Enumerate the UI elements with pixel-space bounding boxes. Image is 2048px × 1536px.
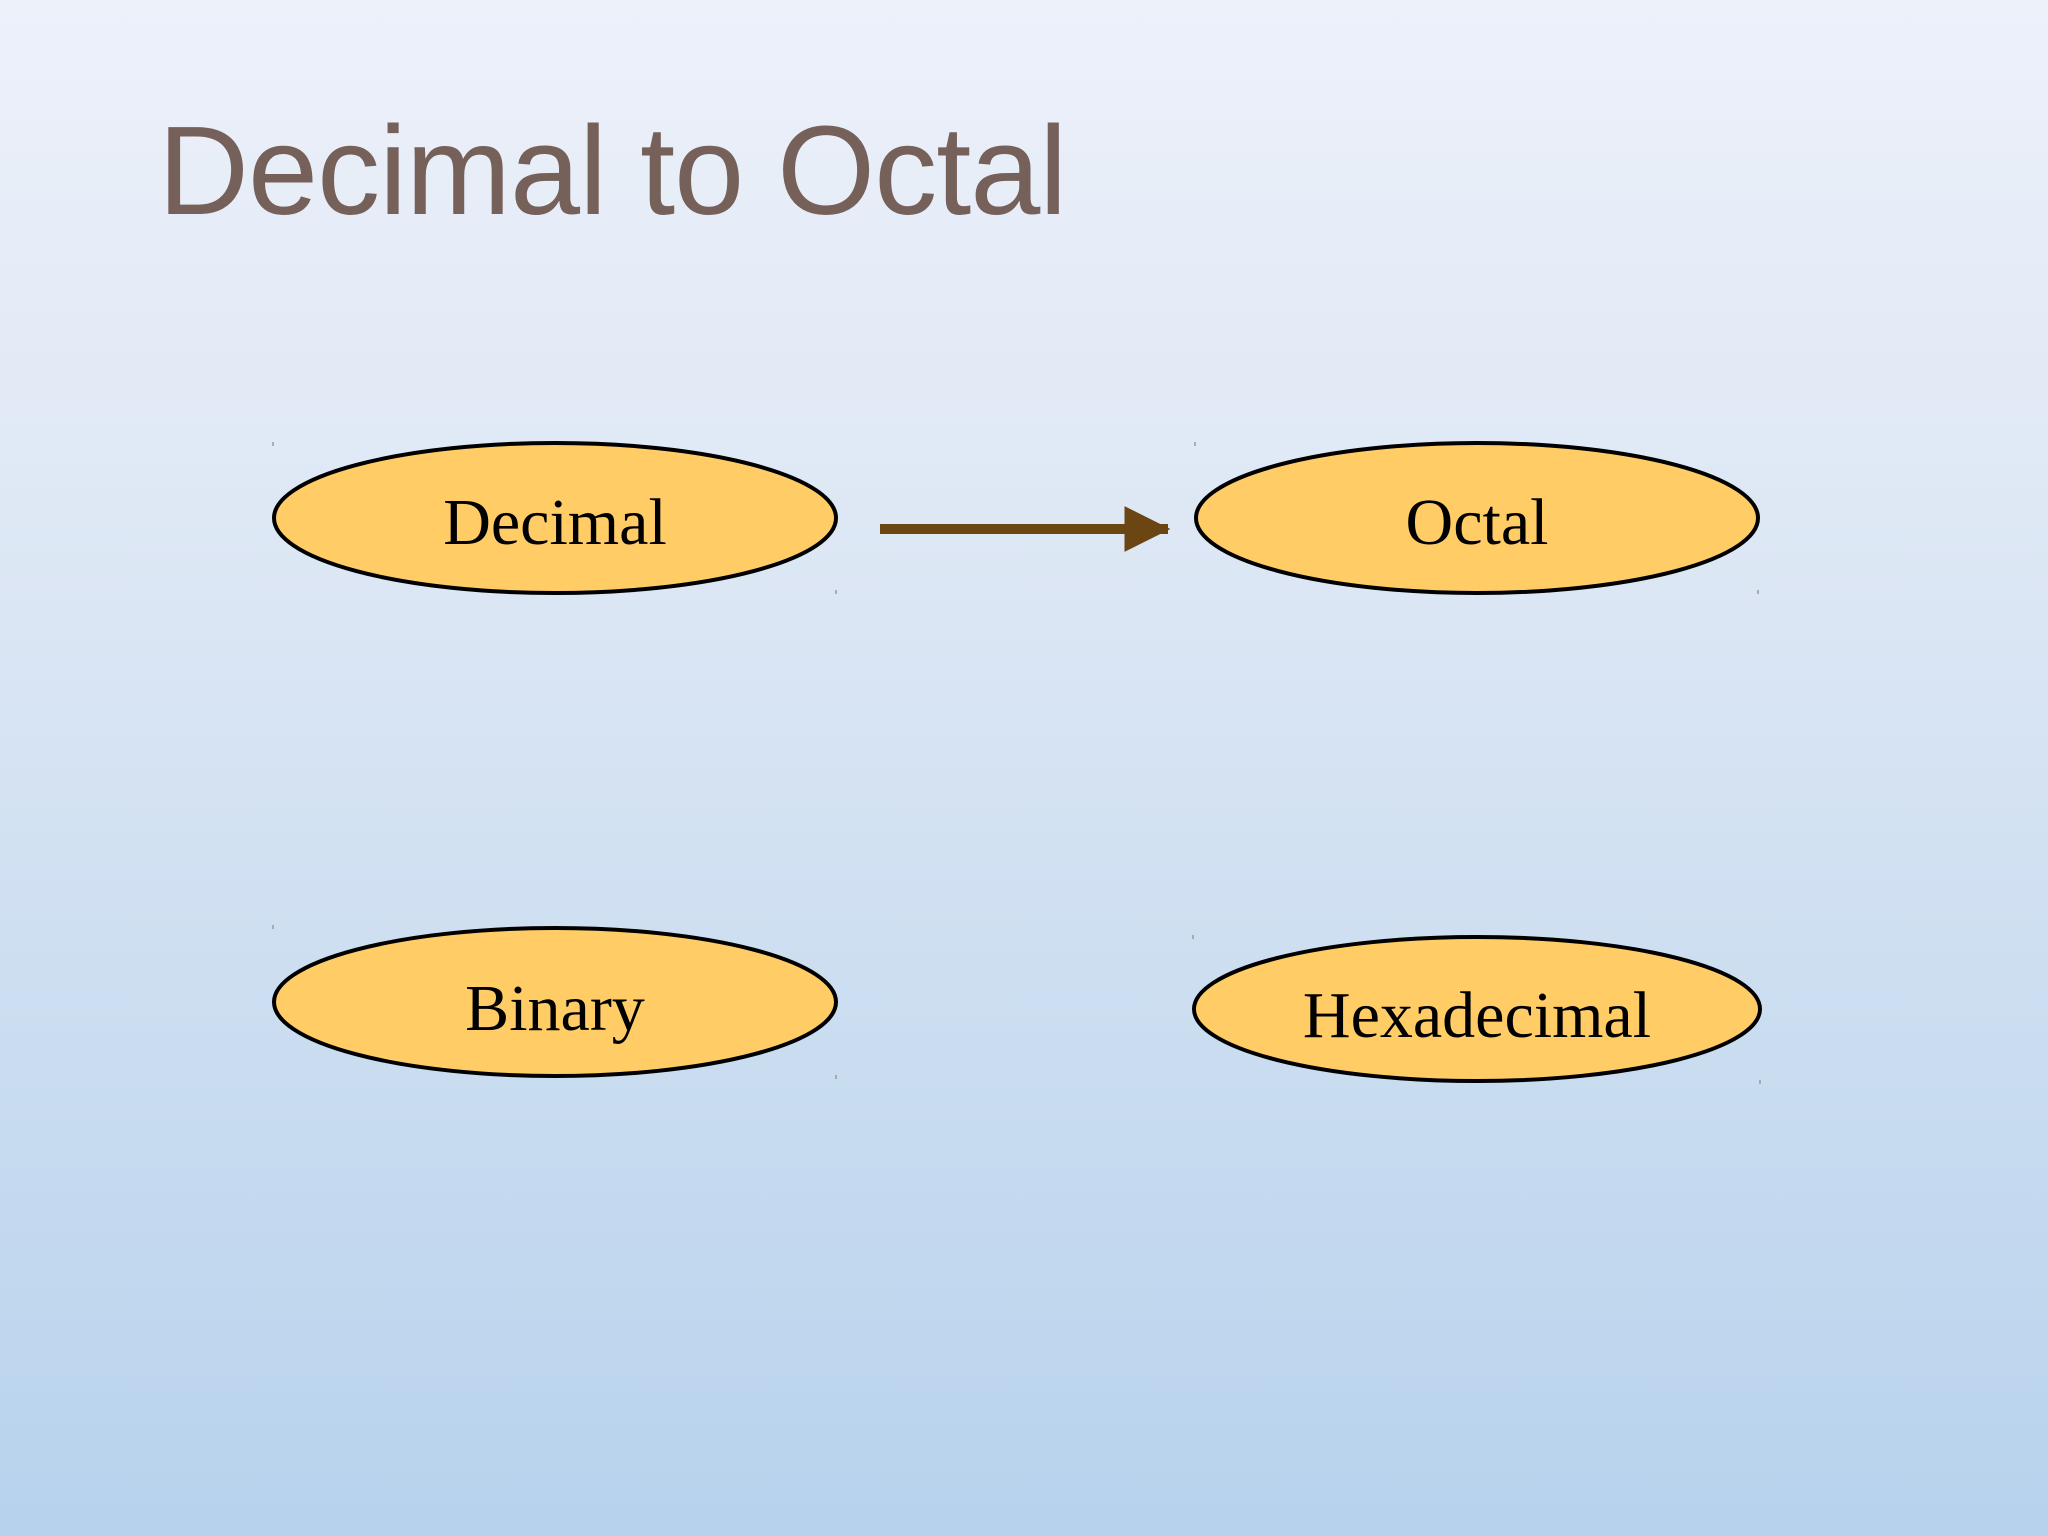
node-binary-shape xyxy=(272,926,838,1078)
node-hexadecimal[interactable]: Hexadecimal xyxy=(1192,935,1762,1084)
node-binary-label: Binary xyxy=(465,972,645,1045)
node-hexadecimal-label: Hexadecimal xyxy=(1303,979,1651,1052)
slide-title: Decimal to Octal xyxy=(158,100,1067,241)
node-binary[interactable]: Binary xyxy=(272,925,838,1079)
node-octal-label: Octal xyxy=(1406,486,1549,559)
node-hexadecimal-shape xyxy=(1192,935,1762,1083)
node-decimal[interactable]: Decimal xyxy=(272,441,838,595)
node-octal-shape xyxy=(1194,441,1760,595)
node-decimal-label: Decimal xyxy=(443,486,667,559)
node-decimal-shape xyxy=(272,441,838,595)
node-octal[interactable]: Octal xyxy=(1194,441,1760,595)
